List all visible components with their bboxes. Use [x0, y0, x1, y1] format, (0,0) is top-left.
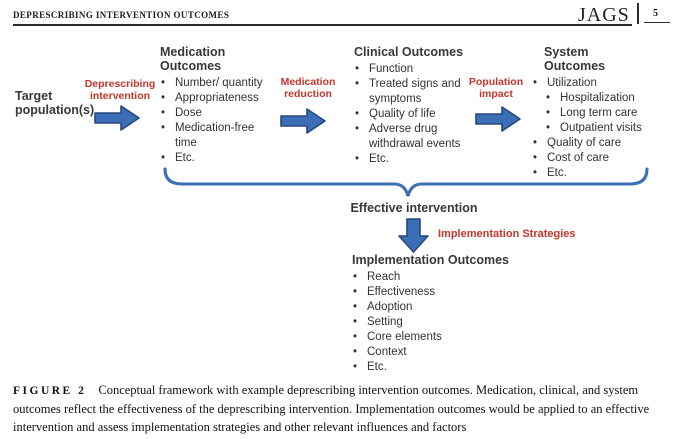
target-population-label: Target population(s) — [15, 89, 95, 117]
implementation-outcomes-list: Reach Effectiveness Adoption Setting Cor… — [350, 270, 520, 375]
down-arrow-icon — [398, 218, 429, 253]
list-item: Effectiveness — [350, 285, 520, 300]
list-item: Number/ quantity — [158, 76, 276, 91]
journal-logo: JAGS — [578, 4, 630, 26]
list-item: Outpatient visits — [543, 121, 646, 136]
list-item: Etc. — [158, 151, 276, 166]
list-item: Medication-free time — [158, 121, 276, 151]
column-title: Clinical Outcomes — [354, 45, 464, 59]
list-item: Cost of care — [530, 151, 646, 166]
implementation-outcomes-column: Implementation Outcomes Reach Effectiven… — [350, 253, 520, 375]
column-title: Medication Outcomes — [160, 45, 226, 73]
header-rule — [13, 24, 632, 26]
system-outcomes-list: Utilization Hospitalization Long term ca… — [530, 76, 646, 181]
clinical-outcomes-list: Function Treated signs and symptoms Qual… — [352, 62, 482, 167]
effective-intervention-label: Effective intervention — [350, 201, 478, 215]
list-item: Etc. — [350, 360, 520, 375]
right-arrow-icon — [280, 108, 326, 134]
running-head: DEPRESCRIBING INTERVENTION OUTCOMES — [13, 10, 230, 20]
column-title: System Outcomes — [544, 45, 606, 73]
list-item: Adoption — [350, 300, 520, 315]
list-item: Quality of life — [352, 107, 482, 122]
right-arrow-icon — [475, 106, 521, 132]
list-item: Long term care — [543, 106, 646, 121]
list-item: Context — [350, 345, 520, 360]
page-number-rule — [644, 22, 670, 23]
medication-reduction-label: Medication reduction — [280, 76, 336, 100]
right-arrow-icon — [94, 105, 140, 131]
page-number: 5 — [653, 8, 658, 19]
medication-outcomes-list: Number/ quantity Appropriateness Dose Me… — [158, 76, 276, 166]
list-item: Quality of care — [530, 136, 646, 151]
medication-outcomes-column: Medication Outcomes Number/ quantity App… — [158, 45, 276, 166]
brace-icon — [163, 167, 649, 197]
framework-diagram: Target population(s) Deprescribing inter… — [0, 0, 680, 380]
implementation-strategies-label: Implementation Strategies — [438, 228, 576, 240]
figure-caption-text: Conceptual framework with example depres… — [13, 383, 650, 434]
population-impact-label: Population impact — [468, 76, 524, 100]
list-item: Utilization — [530, 76, 646, 91]
figure-label: FIGURE 2 — [13, 385, 87, 397]
list-item: Treated signs and symptoms — [352, 77, 482, 107]
list-item: Reach — [350, 270, 520, 285]
column-title: Implementation Outcomes — [352, 253, 509, 267]
list-item: Etc. — [530, 166, 646, 181]
deprescribing-intervention-label: Deprescribing intervention — [84, 78, 156, 102]
system-outcomes-column: System Outcomes Utilization Hospitalizat… — [530, 45, 646, 181]
list-item: Appropriateness — [158, 91, 276, 106]
header-divider — [637, 3, 639, 24]
list-item: Hospitalization — [543, 91, 646, 106]
list-item: Adverse drug withdrawal events — [352, 122, 482, 152]
list-item: Core elements — [350, 330, 520, 345]
list-item: Etc. — [352, 152, 482, 167]
list-item: Dose — [158, 106, 276, 121]
list-item: Function — [352, 62, 482, 77]
list-item: Setting — [350, 315, 520, 330]
clinical-outcomes-column: Clinical Outcomes Function Treated signs… — [352, 45, 482, 167]
